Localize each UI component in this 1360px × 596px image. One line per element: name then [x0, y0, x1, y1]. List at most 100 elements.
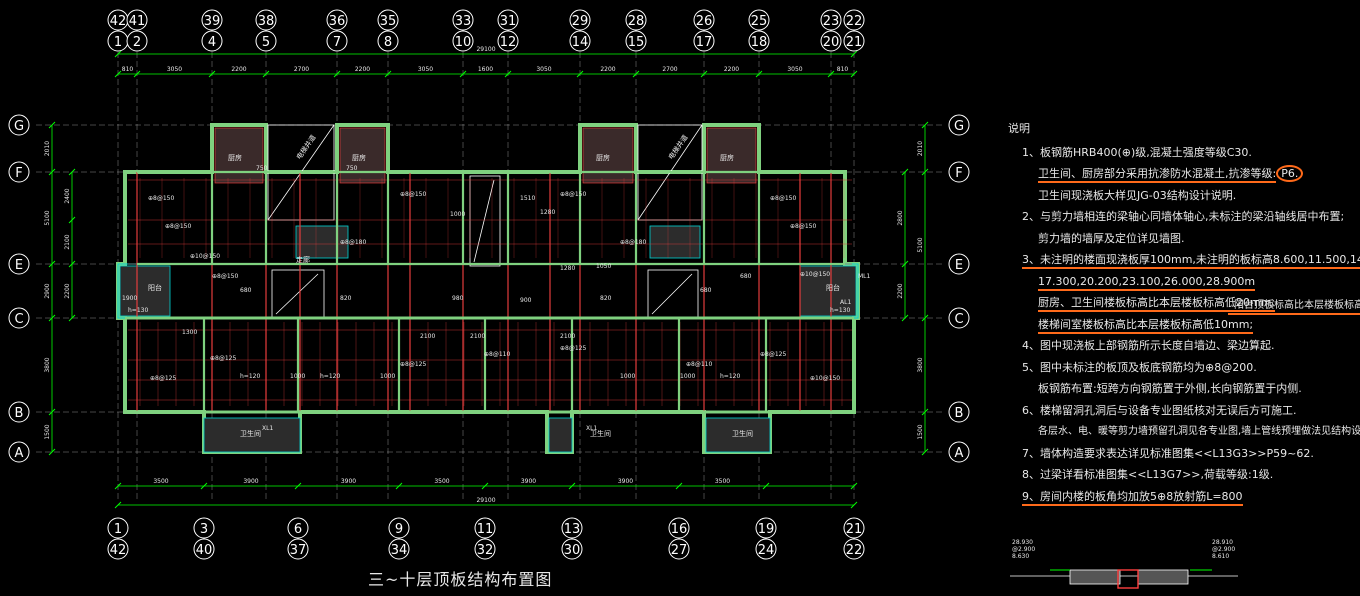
top-dim-tick	[504, 70, 512, 78]
axis-left-circle	[8, 253, 30, 275]
room-label: 卫生间	[732, 429, 753, 438]
axis-left-label: B	[15, 406, 24, 421]
dim-label: ML1	[858, 273, 871, 280]
dim-label: h=120	[320, 373, 340, 380]
bottom-dim-tick	[294, 482, 302, 490]
axis-right-circle	[948, 401, 970, 423]
axis-top-lower-circle	[843, 30, 865, 52]
axis-top-upper-circle	[693, 9, 715, 31]
right-dim-inner-tick	[901, 168, 909, 176]
axis-right-circle	[948, 161, 970, 183]
note-line-18: 9、房间内楼的板角均加放5⊕8放射筋L=800	[1000, 486, 1345, 508]
rebar-label: ⊕8@125	[210, 355, 236, 362]
axis-top-lower-label: 20	[823, 35, 840, 50]
right-dim-outer-tick	[921, 448, 929, 456]
axis-left-label: C	[14, 312, 23, 327]
axis-right-circle	[948, 253, 970, 275]
axis-right-circle	[948, 114, 970, 136]
room-label: 阳台	[148, 283, 162, 292]
rebar-label: ⊕8@125	[560, 345, 586, 352]
top-dim-tick	[827, 70, 835, 78]
dim-label: 1000	[680, 373, 695, 380]
room-label: 厨房	[720, 153, 734, 162]
top-dim-text: 2200	[355, 66, 370, 73]
dim-label: 1300	[182, 329, 197, 336]
axis-bottom-upper-circle	[287, 517, 309, 539]
note-line-8-text: 厨房、卫生间楼板标高比本层楼板标高低20mm;	[1038, 296, 1276, 312]
axis-right-label: B	[955, 406, 964, 421]
axis-top-lower-label: 12	[500, 35, 517, 50]
axis-top-lower-circle	[452, 30, 474, 52]
axis-bottom-lower-circle	[474, 538, 496, 560]
axis-left-circle	[8, 401, 30, 423]
axis-bottom-lower-label: 37	[290, 543, 307, 558]
axis-top-lower-label: 15	[628, 35, 645, 50]
bottom-dim-text: 3900	[521, 478, 536, 485]
axis-top-upper-label: 41	[129, 14, 146, 29]
axis-bottom-lower-label: 32	[477, 543, 494, 558]
right-dim-outer-tick	[921, 121, 929, 129]
hatched-slab	[705, 417, 771, 453]
axis-bottom-lower-circle	[668, 538, 690, 560]
top-dim-tick	[459, 70, 467, 78]
top-dim-tick	[632, 70, 640, 78]
note-line-4: 2、与剪力墙相连的梁轴心同墙体轴心,未标注的梁沿轴线居中布置;	[1022, 210, 1345, 223]
note-line-2: 卫生间、厨房部分采用抗渗防水混凝土,抗渗等级:P6.	[1000, 163, 1345, 185]
room-label: 卫生间	[590, 429, 611, 438]
hatched-slab	[649, 225, 701, 259]
dim-label: 1900	[122, 295, 137, 302]
rebar-label: ⊕8@125	[150, 375, 176, 382]
axis-top-lower-label: 1	[114, 35, 122, 50]
dim-label: 1000	[620, 373, 635, 380]
axis-top-upper-label: 31	[500, 14, 517, 29]
bottom-dim-tick	[762, 482, 770, 490]
top-dim-tick	[262, 70, 270, 78]
rebar-label: ⊕8@125	[400, 361, 426, 368]
axis-top-lower-label: 4	[208, 35, 216, 50]
axis-left-circle	[8, 307, 30, 329]
axis-top-upper-label: 33	[455, 14, 472, 29]
axis-bottom-lower-label: 30	[564, 543, 581, 558]
top-dim-text: 2200	[231, 66, 246, 73]
left-dim-inner-text: 2200	[64, 283, 71, 298]
top-dim-tick	[850, 70, 858, 78]
left-dim-outer-text: 5100	[44, 210, 51, 225]
axis-top-upper-circle	[452, 9, 474, 31]
axis-bottom-upper-circle	[668, 517, 690, 539]
dim-label: 1000	[450, 211, 465, 218]
top-dim-text: 2200	[600, 66, 615, 73]
rebar-label: ⊕8@110	[686, 361, 712, 368]
axis-top-upper-circle	[569, 9, 591, 31]
bottom-dim-tick	[114, 482, 122, 490]
axis-top-upper-label: 38	[258, 14, 275, 29]
top-total-dim-tick	[850, 50, 858, 58]
note-line-6: 3、未注明的楼面现浇板厚100mm,未注明的板标高8.600,11.500,14…	[1000, 249, 1360, 271]
note-line-11: 4、图中现浇板上部钢筋所示长度自墙边、梁边算起.	[1022, 339, 1275, 352]
axis-bottom-lower-circle	[193, 538, 215, 560]
axis-bottom-lower-label: 34	[391, 543, 408, 558]
note-line-1: 1、板钢筋HRB400(⊕)级,混凝土强度等级C30.	[1022, 145, 1252, 159]
room-label: 卫生间	[240, 429, 261, 438]
detail-elevation: @2.900	[1012, 546, 1035, 553]
axis-top-lower-label: 2	[133, 35, 141, 50]
axis-top-lower-label: 8	[384, 35, 392, 50]
top-dim-text: 3050	[787, 66, 802, 73]
axis-bottom-upper-label: 6	[294, 522, 302, 537]
detail-elevation: 8.610	[1212, 553, 1229, 560]
bottom-dim-tick	[675, 482, 683, 490]
axis-bottom-lower-circle	[755, 538, 777, 560]
axis-right-label: C	[954, 312, 963, 327]
axis-bottom-upper-label: 16	[671, 522, 688, 537]
right-dim-outer-text: 3800	[917, 357, 924, 372]
detail-elevation: 28.930	[1012, 539, 1033, 546]
bottom-dim-tick	[395, 482, 403, 490]
dim-label: 1000	[290, 373, 305, 380]
hatched-slab	[203, 417, 301, 453]
note-line-13: 板钢筋布置:短跨方向钢筋置于外侧,长向钢筋置于内侧.	[1038, 382, 1302, 395]
detail-slab-right	[1137, 569, 1189, 585]
axis-top-lower-circle	[748, 30, 770, 52]
top-dim-tick	[700, 70, 708, 78]
left-dim-outer-text: 2010	[44, 141, 51, 156]
rebar-label: ⊕8@150	[212, 273, 238, 280]
